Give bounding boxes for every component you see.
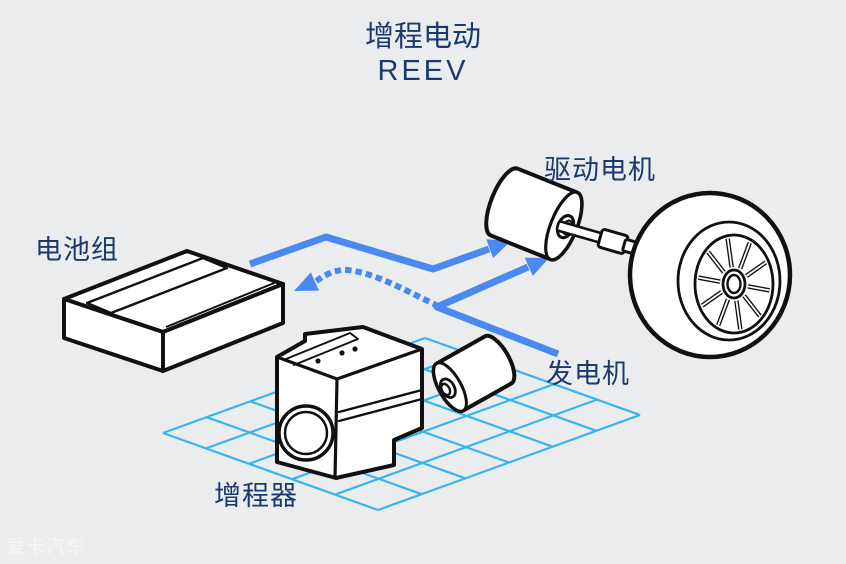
generator-illustration (431, 333, 517, 414)
watermark: 爱卡汽车 (6, 537, 87, 558)
diagram-title-reev: REEV (377, 55, 469, 87)
wheel-illustration (627, 190, 793, 360)
arrow-generator-to-battery-dotted (294, 266, 441, 310)
battery-label: 电池组 (35, 235, 119, 265)
battery-pack-illustration (62, 249, 285, 373)
range-extender-label: 增程器 (214, 481, 298, 511)
generator-label: 发电机 (546, 359, 630, 389)
diagram-title-cn: 增程电动 (364, 21, 481, 53)
diagram-title: 增程电动 REEV (253, 20, 593, 88)
arrow-battery-to-motor (248, 233, 511, 273)
drive-motor-label: 驱动电机 (544, 155, 656, 185)
wheel-spokes-highlight (698, 238, 770, 330)
range-extender-illustration (275, 325, 424, 480)
flow-arrows (248, 233, 560, 358)
